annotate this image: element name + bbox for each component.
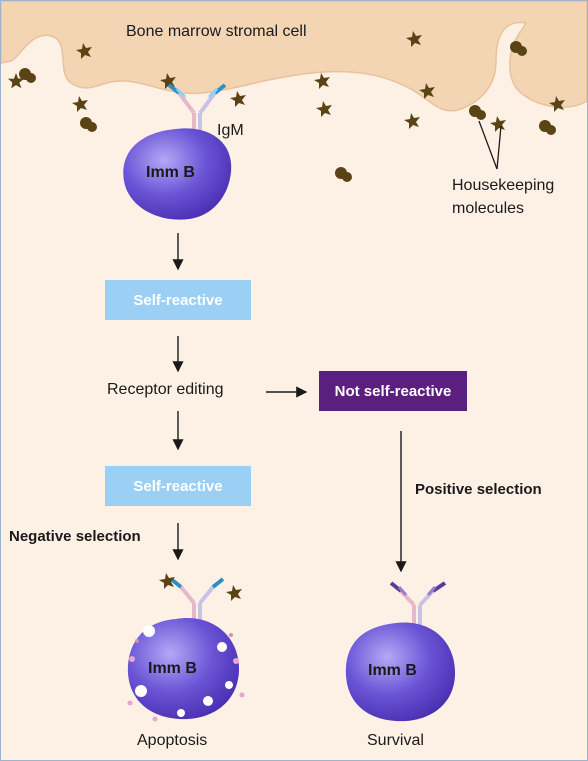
imm-b-cell-apoptosis [127,618,245,722]
imm-b-label-survival: Imm B [368,662,417,679]
survival-label: Survival [367,732,424,749]
receptor-editing-label: Receptor editing [107,381,224,398]
igm-label: IgM [217,122,244,139]
bound-molecule-star [226,585,242,601]
imm-b-cell-top [123,128,232,220]
flow-arrows [172,233,407,573]
stromal-cell-label: Bone marrow stromal cell [126,23,307,40]
not-self-reactive-box: Not self-reactive [319,371,467,411]
molecule-star [230,91,246,107]
apoptosis-label: Apoptosis [137,732,208,749]
bound-molecule-star [159,573,175,589]
molecule-star [404,113,420,129]
negative-selection-label: Negative selection [9,528,141,545]
molecule-star [419,83,435,99]
igm-receptor-survival [389,581,447,633]
housekeeping-label-line2: molecules [452,200,525,217]
molecule-star [314,73,330,89]
imm-b-cell-survival [345,622,456,722]
igm-receptor-top [167,83,227,133]
molecule-star [316,101,332,117]
molecule-star [7,73,25,89]
self-reactive-box-2: Self-reactive [105,466,251,506]
imm-b-label-top: Imm B [146,164,195,181]
molecule-star [72,96,88,112]
molecule-star [549,96,565,112]
housekeeping-pointers [478,120,502,170]
molecule-star [406,31,422,47]
imm-b-label-apoptosis: Imm B [148,660,197,677]
molecule-star [76,43,92,59]
positive-selection-label: Positive selection [415,481,542,498]
molecule-star [490,116,506,132]
housekeeping-label-line1: Housekeeping [452,177,555,194]
igm-receptor-apoptosis [159,573,242,629]
self-reactive-box-1: Self-reactive [105,280,251,320]
